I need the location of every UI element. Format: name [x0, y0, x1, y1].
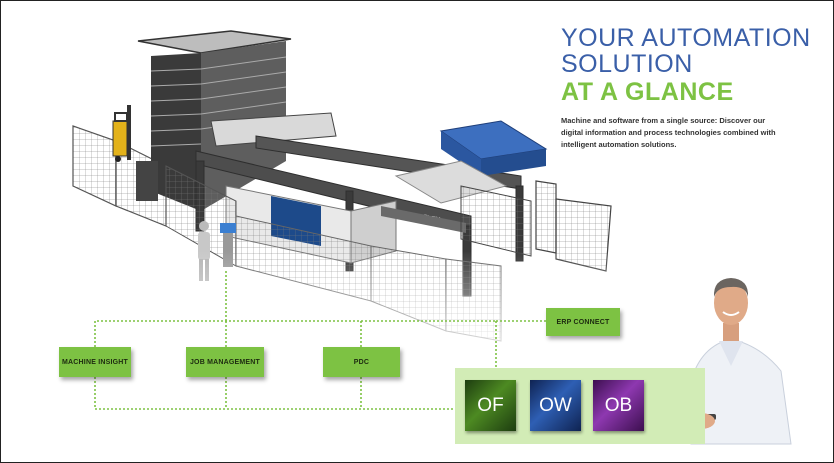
control-terminal — [220, 223, 236, 267]
machine-insight-label[interactable]: MACHINE INSIGHT — [59, 347, 131, 377]
control-cabinet — [136, 161, 158, 201]
presenter-figure — [656, 278, 792, 445]
connection-lines — [94, 271, 546, 410]
heading-line-2: SOLUTION — [561, 50, 693, 78]
app-tile-ow[interactable]: OW — [530, 380, 581, 431]
forklift-icon — [112, 105, 131, 162]
job-management-label[interactable]: JOB MANAGEMENT — [186, 347, 264, 377]
intro-text: Machine and software from a single sourc… — [561, 116, 776, 149]
app-tile-of[interactable]: OF — [465, 380, 516, 431]
app-tile-label: OW — [539, 394, 572, 416]
page-heading: YOUR AUTOMATION SOLUTION AT A GLANCE — [561, 25, 821, 107]
app-tile-ob[interactable]: OB — [593, 380, 644, 431]
heading-line-3: AT A GLANCE — [561, 78, 734, 106]
app-tile-label: OF — [477, 394, 504, 416]
pdc-label[interactable]: PDC — [323, 347, 400, 377]
erp-connect-label[interactable]: ERP CONNECT — [546, 308, 620, 336]
heading-line-1: YOUR AUTOMATION — [561, 24, 811, 52]
app-tile-label: OB — [604, 394, 633, 416]
